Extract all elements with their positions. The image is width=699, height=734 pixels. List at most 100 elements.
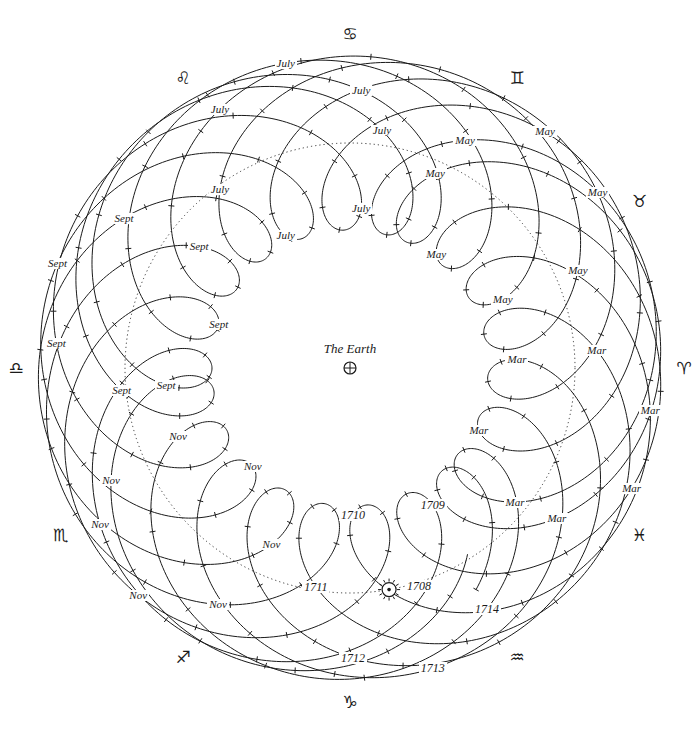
tick-mark (228, 259, 232, 263)
tick-mark (112, 322, 116, 326)
tick-mark (369, 215, 375, 216)
year-label: 1714 (473, 603, 501, 615)
tick-mark (414, 601, 419, 605)
month-label: Nov (207, 599, 229, 610)
tick-mark (403, 663, 404, 669)
tick-mark (463, 289, 469, 290)
tick-mark (497, 640, 500, 645)
tick-mark (463, 129, 468, 133)
tick-mark (658, 391, 664, 392)
tick-mark (485, 381, 491, 382)
tick-mark (206, 92, 209, 97)
tick-mark (500, 359, 502, 365)
tick-mark (544, 310, 546, 316)
month-label: Sept (46, 258, 69, 269)
tick-mark (578, 227, 581, 232)
month-label: Sept (155, 380, 178, 391)
tick-mark (190, 336, 191, 342)
month-label: Sept (207, 319, 230, 330)
tick-mark (637, 295, 642, 298)
tick-mark (313, 639, 316, 644)
tick-mark (73, 513, 78, 516)
tick-mark (481, 494, 483, 500)
tick-mark (534, 255, 535, 261)
tick-mark (386, 649, 389, 654)
tick-mark (524, 116, 528, 120)
tick-mark (69, 391, 75, 393)
tick-mark (220, 175, 226, 177)
tick-mark (144, 204, 146, 210)
tick-mark (656, 320, 662, 322)
month-label: May (423, 168, 447, 179)
tick-mark (222, 233, 228, 235)
tick-mark (637, 312, 643, 313)
tick-mark (144, 141, 147, 146)
tick-mark (439, 67, 441, 73)
tick-mark (645, 418, 651, 420)
tick-mark (150, 508, 152, 514)
tick-mark (130, 569, 135, 572)
zodiac-sign: ♌ (173, 69, 192, 88)
tick-mark (452, 639, 456, 644)
tick-mark (195, 625, 197, 631)
year-label: 1712 (339, 652, 367, 664)
month-label: Sept (188, 241, 211, 252)
tick-mark (256, 656, 258, 662)
tick-mark (121, 262, 124, 267)
tick-mark (594, 492, 598, 497)
month-label: July (209, 184, 231, 195)
tick-mark (234, 79, 236, 85)
month-label: May (425, 249, 449, 260)
tick-mark (598, 333, 603, 335)
year-label: 1713 (419, 662, 447, 674)
tick-mark (619, 216, 624, 219)
tick-mark (469, 103, 471, 109)
tick-mark (216, 195, 217, 201)
tick-mark (198, 129, 203, 133)
tick-mark (158, 461, 163, 463)
tick-mark (296, 538, 302, 539)
tick-mark (432, 226, 437, 229)
tick-mark (117, 157, 122, 161)
month-label: Mar (467, 425, 490, 436)
tick-mark (521, 600, 523, 606)
tick-mark (201, 565, 207, 567)
tick-mark (472, 475, 476, 479)
tick-mark (334, 543, 340, 545)
tick-mark (164, 617, 168, 622)
tick-mark (477, 249, 482, 252)
tick-mark (498, 310, 500, 315)
tick-mark (647, 281, 653, 283)
tick-mark (445, 466, 447, 472)
tick-mark (190, 464, 192, 470)
tick-mark (556, 384, 559, 389)
tick-mark (287, 521, 292, 524)
tick-mark (83, 335, 89, 337)
tick-mark (463, 517, 466, 522)
tick-mark (503, 446, 505, 452)
tick-mark (488, 406, 490, 412)
tick-mark (50, 311, 56, 312)
tick-mark (557, 139, 561, 144)
tick-mark (514, 614, 518, 618)
tick-mark (448, 595, 453, 598)
tick-mark (214, 292, 215, 298)
zodiac-sign: ♑ (340, 693, 359, 712)
tick-mark (393, 224, 399, 225)
tick-mark (571, 197, 577, 199)
tick-mark (192, 423, 195, 428)
tick-mark (597, 487, 603, 488)
month-label: Sept (45, 338, 68, 349)
month-label: May (586, 187, 610, 198)
tick-mark (462, 87, 465, 92)
tick-mark (406, 172, 412, 174)
tick-mark (453, 220, 457, 225)
tick-mark (422, 553, 425, 558)
tick-mark (468, 160, 470, 166)
year-label: 1709 (419, 499, 447, 511)
month-label: Sept (113, 213, 136, 224)
tick-mark (300, 58, 302, 64)
tick-mark (406, 218, 411, 220)
zodiac-sign: ♋ (340, 25, 359, 44)
